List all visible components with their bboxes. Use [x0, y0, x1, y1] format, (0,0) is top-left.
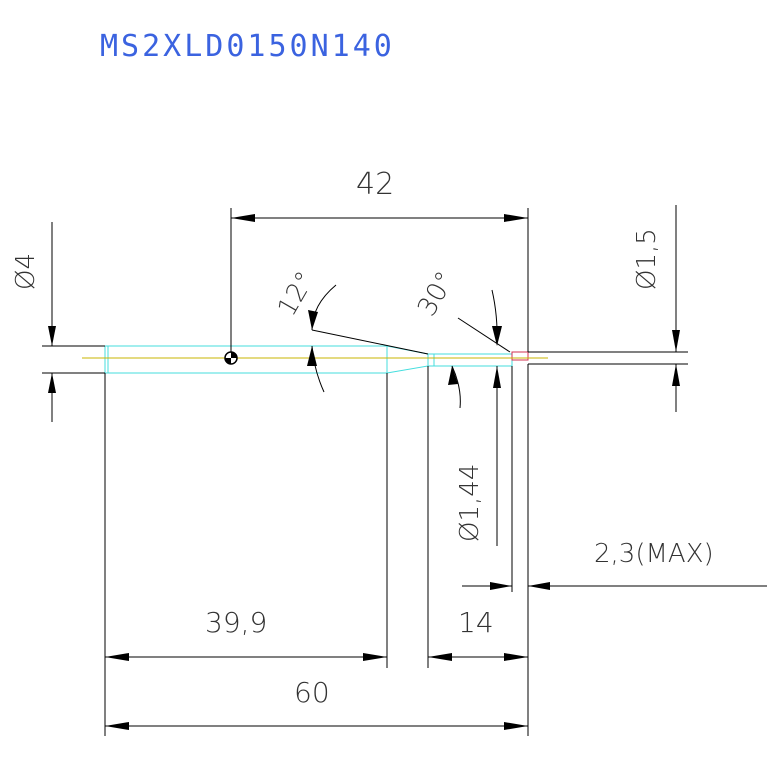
label-angle-30: 30° — [412, 267, 461, 322]
dim-neck-diameter: Ø1,5 — [528, 205, 688, 412]
label-max-length: 2,3(MAX) — [594, 539, 714, 569]
datum-symbol — [224, 351, 238, 365]
part-number-title: MS2XLD0150N140 — [100, 29, 395, 64]
dim-reach-length: 42 — [230, 167, 529, 352]
label-overall-length: 60 — [294, 676, 330, 709]
neck-outline — [427, 353, 513, 367]
dim-flute-length: 14 — [428, 606, 528, 661]
label-shank-length: 39,9 — [205, 606, 267, 639]
tip-outline — [511, 351, 529, 361]
dim-shank-length: 39,9 — [105, 606, 387, 661]
label-flute-length: 14 — [458, 606, 494, 639]
dim-max-length: 2,3(MAX) — [462, 539, 767, 590]
dim-shank-diameter: Ø4 — [11, 222, 105, 422]
dim-body-diameter: Ø1,44 — [455, 366, 501, 546]
shank-outline — [104, 345, 388, 374]
label-reach-length: 42 — [356, 167, 394, 202]
label-neck-diameter: Ø1,5 — [632, 228, 662, 290]
label-shank-diameter: Ø4 — [11, 253, 41, 290]
label-body-diameter: Ø1,44 — [455, 464, 485, 542]
dim-overall-length: 60 — [105, 676, 528, 730]
